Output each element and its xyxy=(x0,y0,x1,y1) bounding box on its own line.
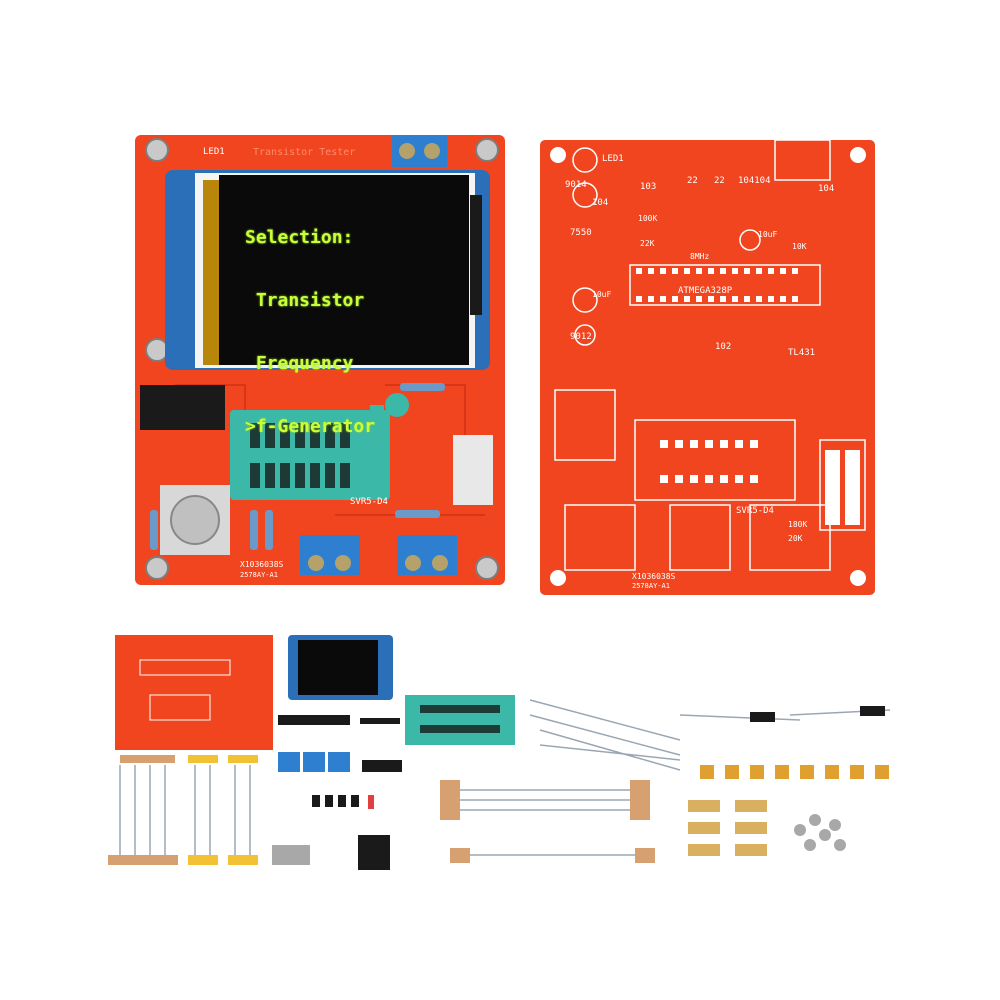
bare-7550-label: 7550 xyxy=(570,228,592,238)
bare-code2-label: 2578AY-A1 xyxy=(632,582,670,590)
lcd-menu: Selection: Transistor Frequency >f-Gener… xyxy=(245,185,375,479)
kit-parts xyxy=(100,630,900,880)
silk-title: Transistor Tester xyxy=(253,147,356,158)
bare-code-label: X1036038S xyxy=(632,572,676,581)
assembled-board-graphic xyxy=(135,135,505,585)
bare-104104-label: 104104 xyxy=(738,176,771,186)
bare-180k-label: 180K xyxy=(788,520,808,529)
lcd-line-transistor: Transistor xyxy=(245,290,365,311)
bare-crystal-label: 8MHz xyxy=(690,252,710,261)
bare-10k-label: 10K xyxy=(792,242,807,251)
bare-20k-label: 20K xyxy=(788,534,803,543)
lcd-line-title: Selection: xyxy=(245,227,354,248)
bare-tl431-label: TL431 xyxy=(788,348,816,358)
bare-10uf2-label: 10uF xyxy=(592,290,612,299)
kit-parts-graphic xyxy=(108,635,891,870)
silk-led: LED1 xyxy=(203,147,225,157)
screw-icon xyxy=(145,138,499,580)
bare-9012-label: 9012 xyxy=(570,332,592,342)
lcd-line-fgenerator: >f-Generator xyxy=(245,416,376,437)
bare-100k-label: 100K xyxy=(638,214,658,223)
bare-10uf-label: 10uF xyxy=(758,230,778,239)
lcd-line-frequency: Frequency xyxy=(245,353,354,374)
silk-code: X1036038S xyxy=(240,560,284,569)
bare-104b-label: 104 xyxy=(818,184,835,194)
bare-103-label: 103 xyxy=(640,182,657,192)
bare-9014-label: 9014 xyxy=(565,180,587,190)
bare-22a-label: 22 xyxy=(687,176,698,186)
bare-22k-label: 22K xyxy=(640,239,655,248)
bare-socket-label: SVR5-D4 xyxy=(736,506,774,516)
bare-104a-label: 104 xyxy=(592,198,609,208)
bare-board: LED1 9014 104 7550 103 22 22 104104 104 … xyxy=(540,140,875,595)
silk-code2: 2578AY-A1 xyxy=(240,571,278,579)
silk-socket: SVR5-D4 xyxy=(350,497,388,507)
assembled-board: Selection: Transistor Frequency >f-Gener… xyxy=(135,135,505,585)
bare-board-graphic xyxy=(540,140,875,595)
bare-102-label: 102 xyxy=(715,342,732,352)
bare-22b-label: 22 xyxy=(714,176,725,186)
bare-chip-label: ATMEGA328P xyxy=(678,286,733,296)
bare-led-label: LED1 xyxy=(602,154,624,164)
